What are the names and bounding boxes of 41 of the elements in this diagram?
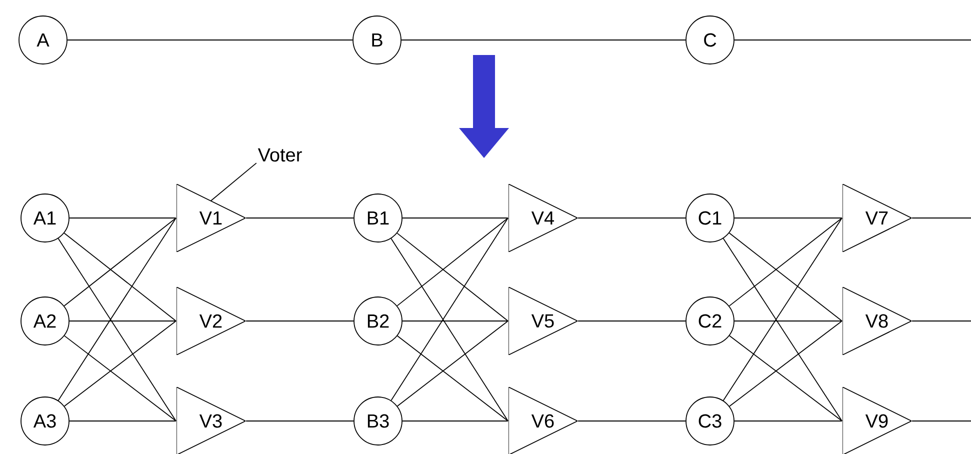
connector-line (64, 232, 176, 322)
voter-triangle: V8 (842, 287, 912, 355)
connector-line (69, 420, 176, 422)
connector-line (728, 218, 842, 306)
voter-triangle: V7 (842, 184, 912, 252)
connector-line (402, 420, 508, 422)
connector-line (390, 218, 508, 401)
voter-triangle: V9 (842, 387, 912, 454)
voter-triangle: V3 (176, 387, 246, 454)
connector-line (734, 420, 842, 422)
connector-line (64, 218, 176, 306)
voter-triangle: V1 (176, 184, 246, 252)
connector-line (728, 232, 842, 322)
connector-line (245, 320, 354, 322)
connector-line (245, 420, 354, 422)
voter-triangle: V4 (508, 184, 578, 252)
connector-line (396, 232, 508, 322)
connector-line (396, 320, 508, 407)
connector-line (734, 320, 842, 322)
label-text: Voter (258, 148, 302, 162)
connector-line (58, 238, 176, 422)
connector-line (911, 320, 971, 322)
connector-line (402, 320, 508, 322)
connector-line (396, 218, 508, 306)
connector-line (911, 420, 971, 422)
connector-line (58, 218, 176, 401)
connector-line (396, 335, 508, 422)
leader-line (210, 162, 257, 202)
connector-line (722, 238, 842, 422)
voter-triangle: V2 (176, 287, 246, 355)
connector-line (729, 335, 842, 422)
connector-line (577, 320, 686, 322)
connector-line (64, 335, 176, 422)
connector-line (577, 420, 686, 422)
voter-triangle: V5 (508, 287, 578, 355)
voter-triangle: V6 (508, 387, 578, 454)
connector-line (390, 238, 508, 422)
connector-line (69, 320, 176, 322)
connector-line (64, 320, 176, 407)
connector-line (729, 320, 842, 407)
connector-line (722, 218, 842, 401)
